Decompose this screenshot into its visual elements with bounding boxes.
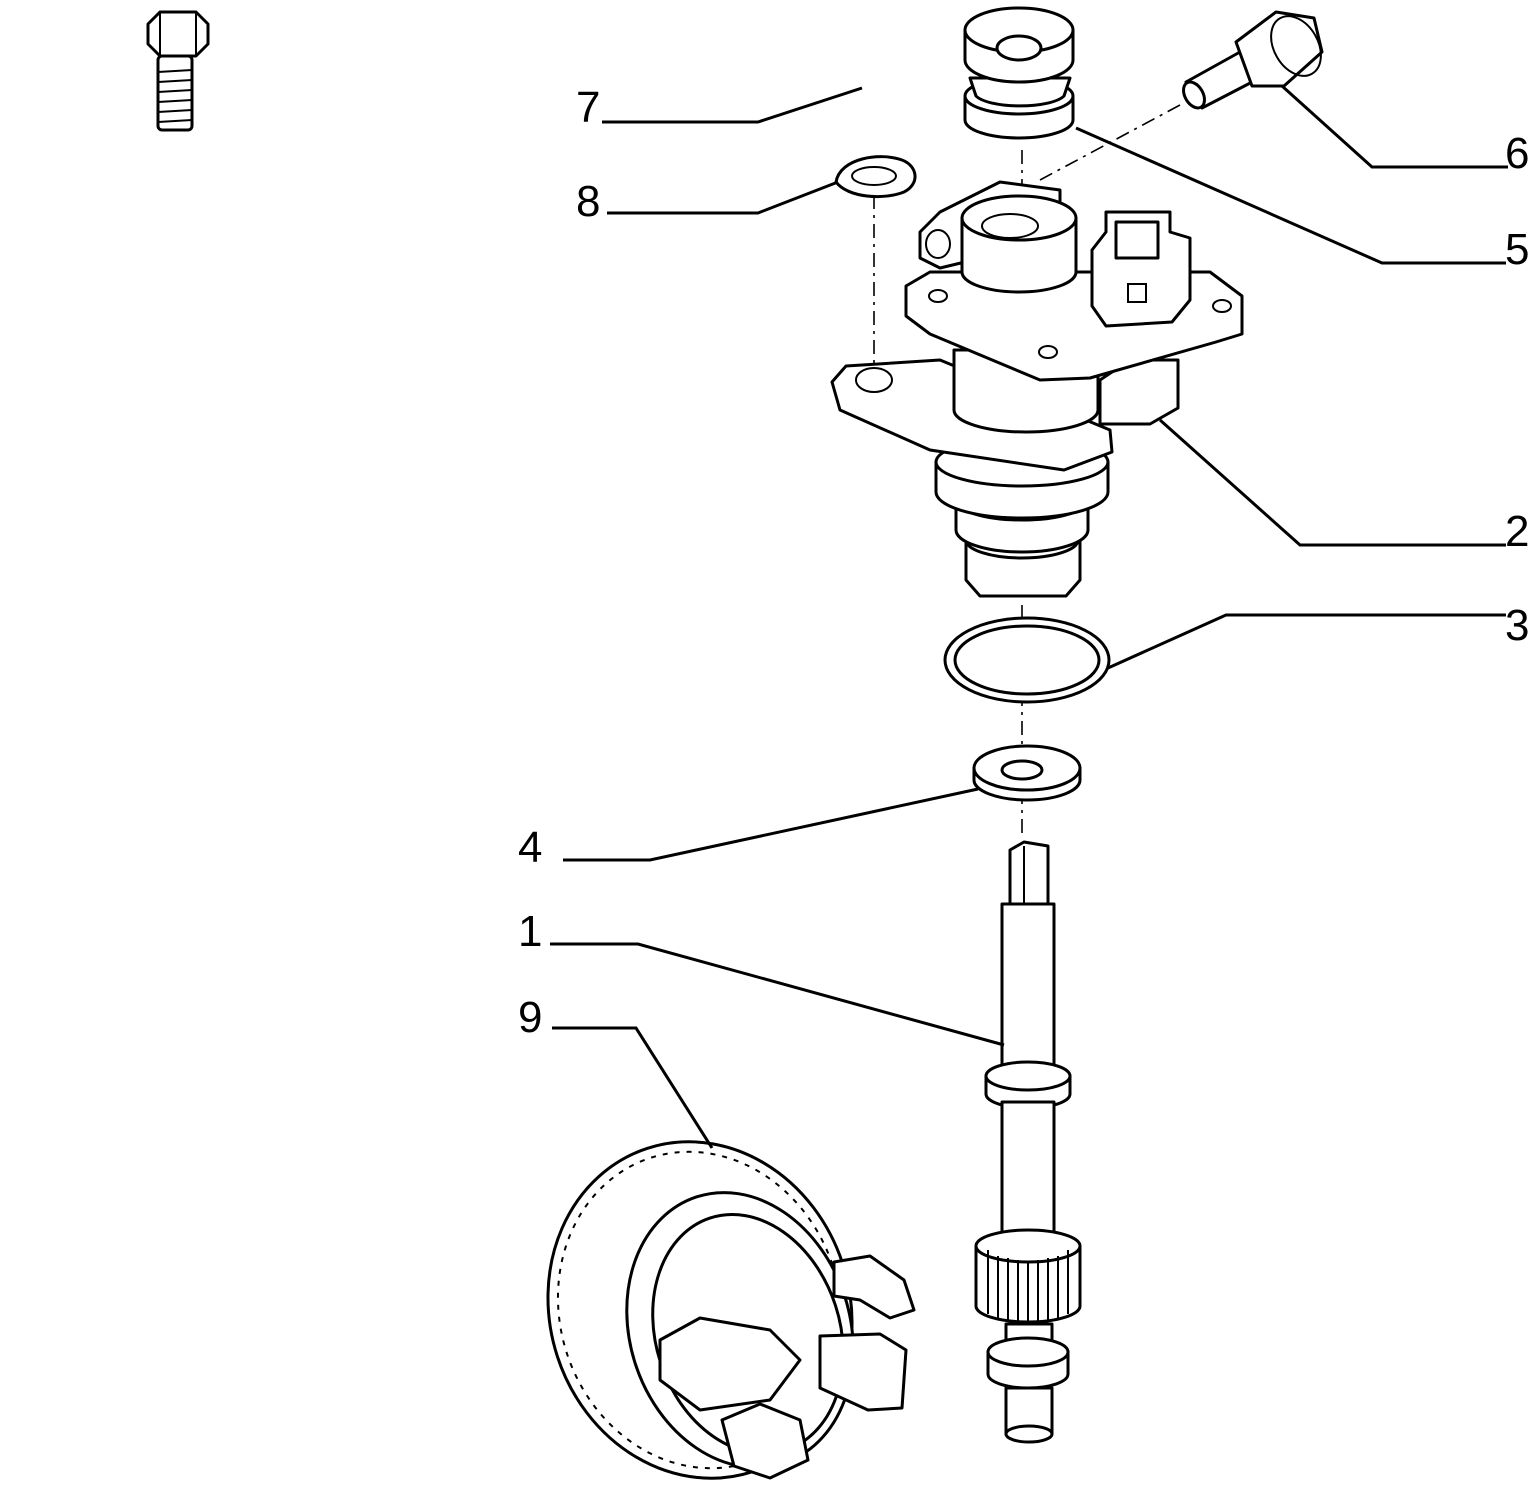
callout-9: 9 bbox=[518, 993, 542, 1042]
o-ring-part-3 bbox=[943, 616, 1111, 704]
leader-9 bbox=[552, 1026, 714, 1149]
callout-6: 6 bbox=[1505, 129, 1529, 178]
callout-4: 4 bbox=[518, 823, 542, 872]
callout-3: 3 bbox=[1505, 601, 1529, 650]
leader-5 bbox=[1075, 126, 1506, 265]
bolt-part-7 bbox=[146, 10, 210, 132]
leader-1 bbox=[550, 942, 1005, 1047]
callout-8: 8 bbox=[576, 177, 600, 226]
leader-8 bbox=[607, 180, 839, 215]
leader-lines bbox=[550, 84, 1508, 1149]
callout-7: 7 bbox=[576, 83, 600, 132]
callout-5: 5 bbox=[1505, 225, 1529, 274]
leader-2 bbox=[1159, 418, 1506, 547]
callout-1: 1 bbox=[518, 907, 542, 956]
gear-part-9 bbox=[546, 1140, 916, 1480]
callout-labels: 7 8 6 5 2 3 4 1 9 bbox=[518, 83, 1529, 1042]
sensor-housing-part-2 bbox=[830, 180, 1244, 598]
callout-2: 2 bbox=[1505, 507, 1529, 556]
leader-4 bbox=[563, 787, 979, 862]
leader-3 bbox=[1107, 613, 1506, 670]
cap-part-5 bbox=[963, 6, 1075, 140]
lock-washer-part-8 bbox=[834, 155, 917, 199]
leader-6 bbox=[1280, 84, 1508, 169]
washer-part-4 bbox=[972, 744, 1082, 802]
drive-shaft-part-1 bbox=[974, 840, 1082, 1444]
leader-7 bbox=[602, 86, 863, 124]
pin-part-6 bbox=[1182, 10, 1324, 110]
